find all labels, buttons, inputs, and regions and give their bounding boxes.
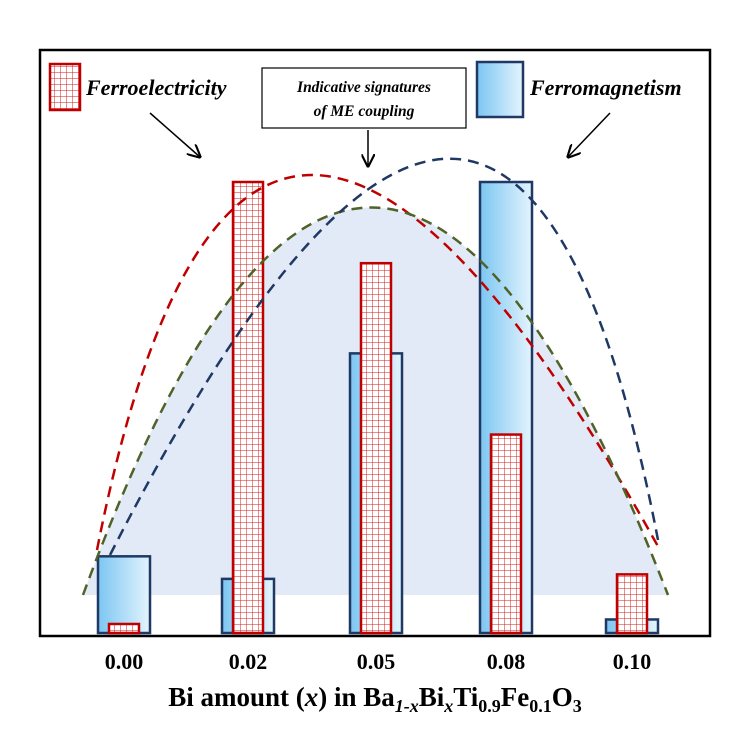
x-tick-label-0.00: 0.00 [105, 649, 144, 674]
ferromagnetic-trend-curve [108, 157, 660, 556]
ferroelectricity-bar-0.02 [231, 180, 265, 635]
x-axis-label: Bi amount (x) in Ba1-xBixTi0.9Fe0.1O3 [168, 682, 582, 716]
ferromagnetism-arrow [568, 112, 611, 157]
plot-frame [38, 48, 712, 638]
x-tick-label-0.08: 0.08 [487, 649, 526, 674]
x-tick-label-0.05: 0.05 [357, 649, 396, 674]
x-tick-label-0.10: 0.10 [613, 649, 652, 674]
ferroelectricity-bar-0.05 [359, 261, 393, 635]
x-tick-label-0.02: 0.02 [229, 649, 268, 674]
ferroelectric-trend-curve [95, 173, 662, 551]
me-coupling-trend-curve [81, 206, 670, 596]
me-coupling-annotation-box [261, 67, 467, 129]
ferromagnetism-legend-label: Ferromagnetism [529, 75, 682, 100]
x-tick-labels: 0.00 0.02 0.05 0.08 0.10 [105, 649, 652, 674]
annotation-line-2: of ME coupling [314, 103, 415, 120]
ferromagnetism-bar-0.00 [96, 555, 152, 635]
ferroelectricity-arrow [149, 112, 200, 157]
ferroelectricity-legend-swatch [48, 62, 82, 112]
annotation-line-1: Indicative signatures [296, 79, 431, 96]
bars-layer [96, 180, 660, 635]
ferroelectricity-legend-label: Ferroelectricity [85, 75, 227, 100]
ferromagnetism-legend-swatch [475, 60, 525, 119]
ferroelectricity-bar-0.08 [489, 433, 523, 635]
ferroelectricity-bar-0.10 [615, 573, 649, 635]
ferroelectricity-bar-0.00 [107, 622, 141, 635]
